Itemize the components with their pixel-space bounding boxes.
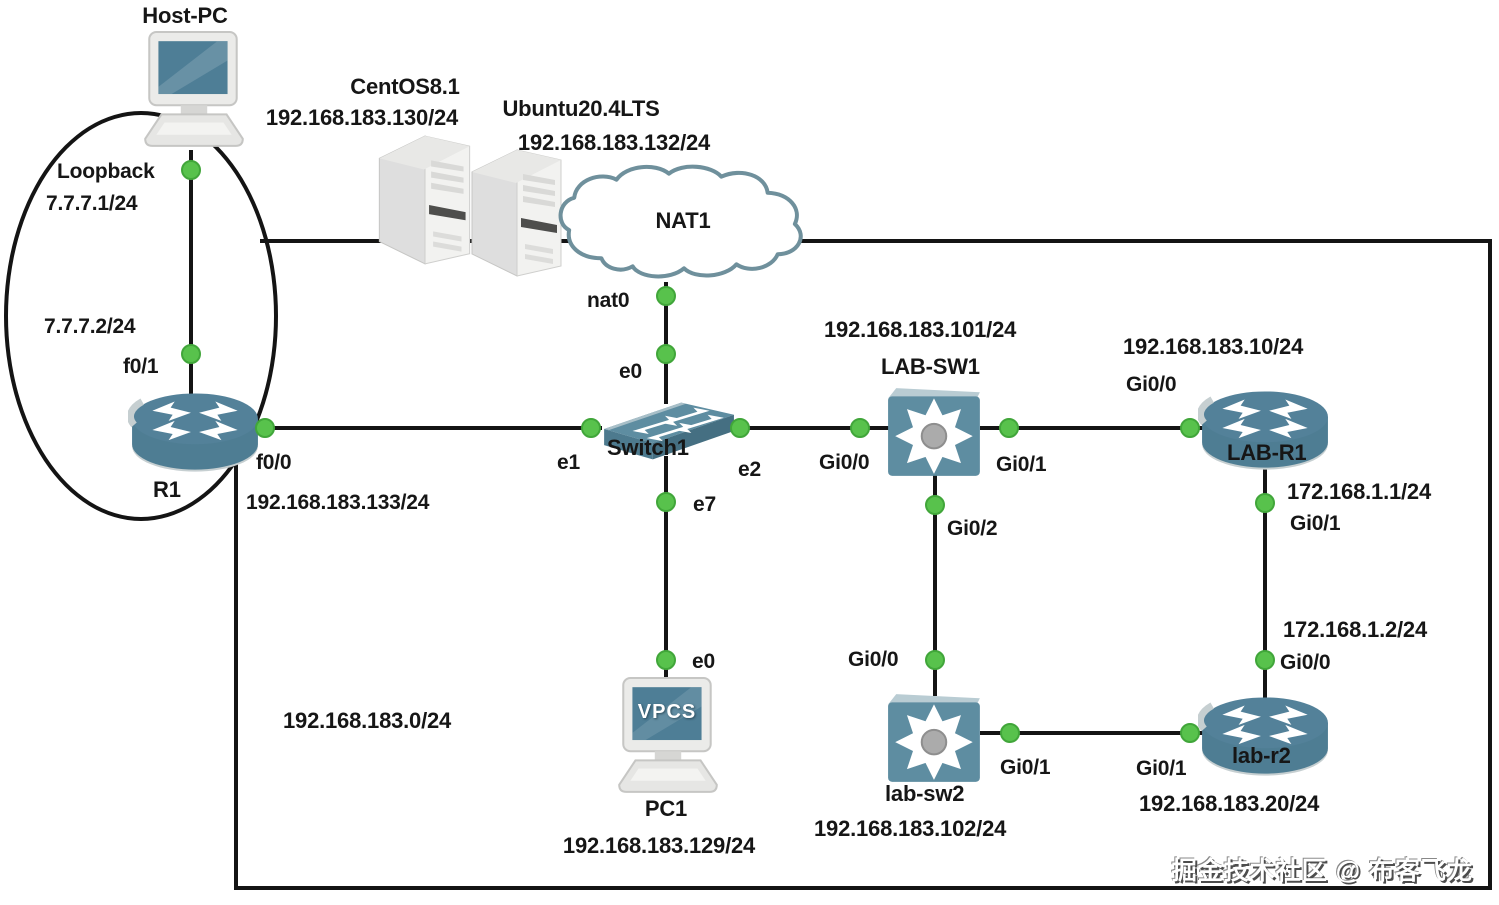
ubuntu-name-label: Ubuntu20.4LTS [502, 96, 660, 121]
labr1-ip-label: 192.168.183.10/24 [1123, 334, 1304, 359]
link-labsw1-labsw2 [933, 474, 937, 696]
dot-labsw2-gi00 [925, 650, 945, 670]
centos-server-icon[interactable] [374, 132, 476, 274]
ubuntu-server-icon[interactable] [466, 146, 568, 286]
r1-name-label: R1 [153, 477, 181, 502]
dot-switch1-e2 [730, 418, 750, 438]
switch1-icon[interactable] [596, 396, 738, 468]
subnet-border-left [234, 460, 238, 890]
labr2-gi00-label: Gi0/0 [1280, 651, 1331, 674]
link-switch1-pc1 [664, 456, 668, 682]
labsw1-gi01-label: Gi0/1 [996, 453, 1047, 476]
switch1-e7-label: e7 [693, 493, 716, 516]
loopback-ip-label: 7.7.7.1/24 [46, 192, 138, 215]
dot-hostpc [181, 160, 201, 180]
lab-r1-router-icon[interactable] [1198, 386, 1332, 472]
switch1-name-label: Switch1 [607, 435, 689, 460]
watermark-text: 掘金技术社区 @ 布客飞龙 [1171, 857, 1473, 885]
loopback-ellipse [4, 111, 278, 521]
r1-f00-port-label: f0/0 [256, 451, 292, 474]
nat1-label: NAT1 [655, 208, 711, 233]
labsw2-ip-label: 192.168.183.102/24 [814, 816, 1007, 841]
r1-f00-ip-label: 192.168.183.133/24 [246, 491, 430, 514]
labsw1-gi02-label: Gi0/2 [947, 517, 998, 540]
dot-r1-f00 [255, 418, 275, 438]
ubuntu-ip-label: 192.168.183.132/24 [517, 130, 711, 155]
pc1-name-label: PC1 [644, 796, 688, 821]
subnet-border-right [1488, 239, 1492, 890]
host-pc-icon[interactable] [133, 30, 255, 152]
switch1-e2-label: e2 [738, 458, 761, 481]
labr1-gi00-label: Gi0/0 [1126, 373, 1177, 396]
dot-switch1-e7 [656, 492, 676, 512]
link-nat1-switch1 [664, 282, 668, 404]
dot-labr1-gi00 [1180, 418, 1200, 438]
lab-r2-router-icon[interactable] [1198, 692, 1332, 778]
centos-name-label: CentOS8.1 [350, 74, 460, 99]
host-pc-label: Host-PC [142, 3, 228, 28]
dot-labr1-gi01 [1255, 493, 1275, 513]
labsw1-ip-label: 192.168.183.101/24 [824, 317, 1017, 342]
subnet-label: 192.168.183.0/24 [283, 708, 452, 733]
labr1-name-label: LAB-R1 [1227, 440, 1307, 465]
dot-labsw1-gi01 [999, 418, 1019, 438]
dot-labsw1-gi00 [850, 418, 870, 438]
labr2-name-label: lab-r2 [1232, 743, 1291, 768]
dot-nat1-nat0 [656, 286, 676, 306]
loopback-title-label: Loopback [57, 160, 155, 183]
dot-switch1-e0 [656, 344, 676, 364]
switch1-e1-label: e1 [557, 451, 580, 474]
link-r1-switch1 [262, 426, 602, 430]
r1-f01-ip-label: 7.7.7.2/24 [44, 315, 136, 338]
dot-pc1-e0 [656, 650, 676, 670]
labr2-gi00-ip-label: 172.168.1.2/24 [1283, 617, 1428, 642]
dot-switch1-e1 [581, 418, 601, 438]
subnet-border-top [260, 239, 1492, 243]
labsw2-gi00-label: Gi0/0 [848, 648, 899, 671]
dot-labr2-gi00 [1255, 650, 1275, 670]
labsw2-gi01-label: Gi0/1 [1000, 756, 1051, 779]
dot-labsw1-gi02 [925, 495, 945, 515]
labr2-gi01-ip-label: 192.168.183.20/24 [1139, 791, 1320, 816]
dot-labsw2-gi01 [1000, 723, 1020, 743]
pc1-screen-text: VPCS [637, 701, 697, 723]
link-labsw1-labr1 [980, 426, 1210, 430]
link-switch1-labsw1 [735, 426, 892, 430]
lab-sw1-icon[interactable] [884, 384, 986, 478]
labsw1-gi00-label: Gi0/0 [819, 451, 870, 474]
labsw2-name-label: lab-sw2 [885, 781, 965, 806]
labr2-gi01-label: Gi0/1 [1136, 757, 1187, 780]
pc1-icon[interactable] [605, 676, 731, 798]
nat0-port-label: nat0 [587, 289, 630, 312]
nat-cloud-icon[interactable] [548, 158, 812, 290]
r1-f01-port-label: f0/1 [123, 355, 159, 378]
pc1-e0-label: e0 [692, 650, 715, 673]
dot-r1-f01 [181, 344, 201, 364]
subnet-border-bottom [234, 886, 1492, 890]
labsw1-name-label: LAB-SW1 [881, 354, 980, 379]
centos-ip-label: 192.168.183.130/24 [265, 105, 459, 130]
labr1-gi01-ip-label: 172.168.1.1/24 [1287, 479, 1432, 504]
switch1-e0-label: e0 [619, 360, 642, 383]
link-labsw2-labr2 [980, 731, 1207, 735]
labr1-gi01-label: Gi0/1 [1290, 512, 1341, 535]
lab-sw2-icon[interactable] [884, 690, 986, 784]
dot-labr2-gi01 [1180, 723, 1200, 743]
link-labr1-labr2 [1263, 462, 1267, 702]
pc1-ip-label: 192.168.183.129/24 [562, 833, 756, 858]
r1-router-icon[interactable] [128, 388, 262, 474]
